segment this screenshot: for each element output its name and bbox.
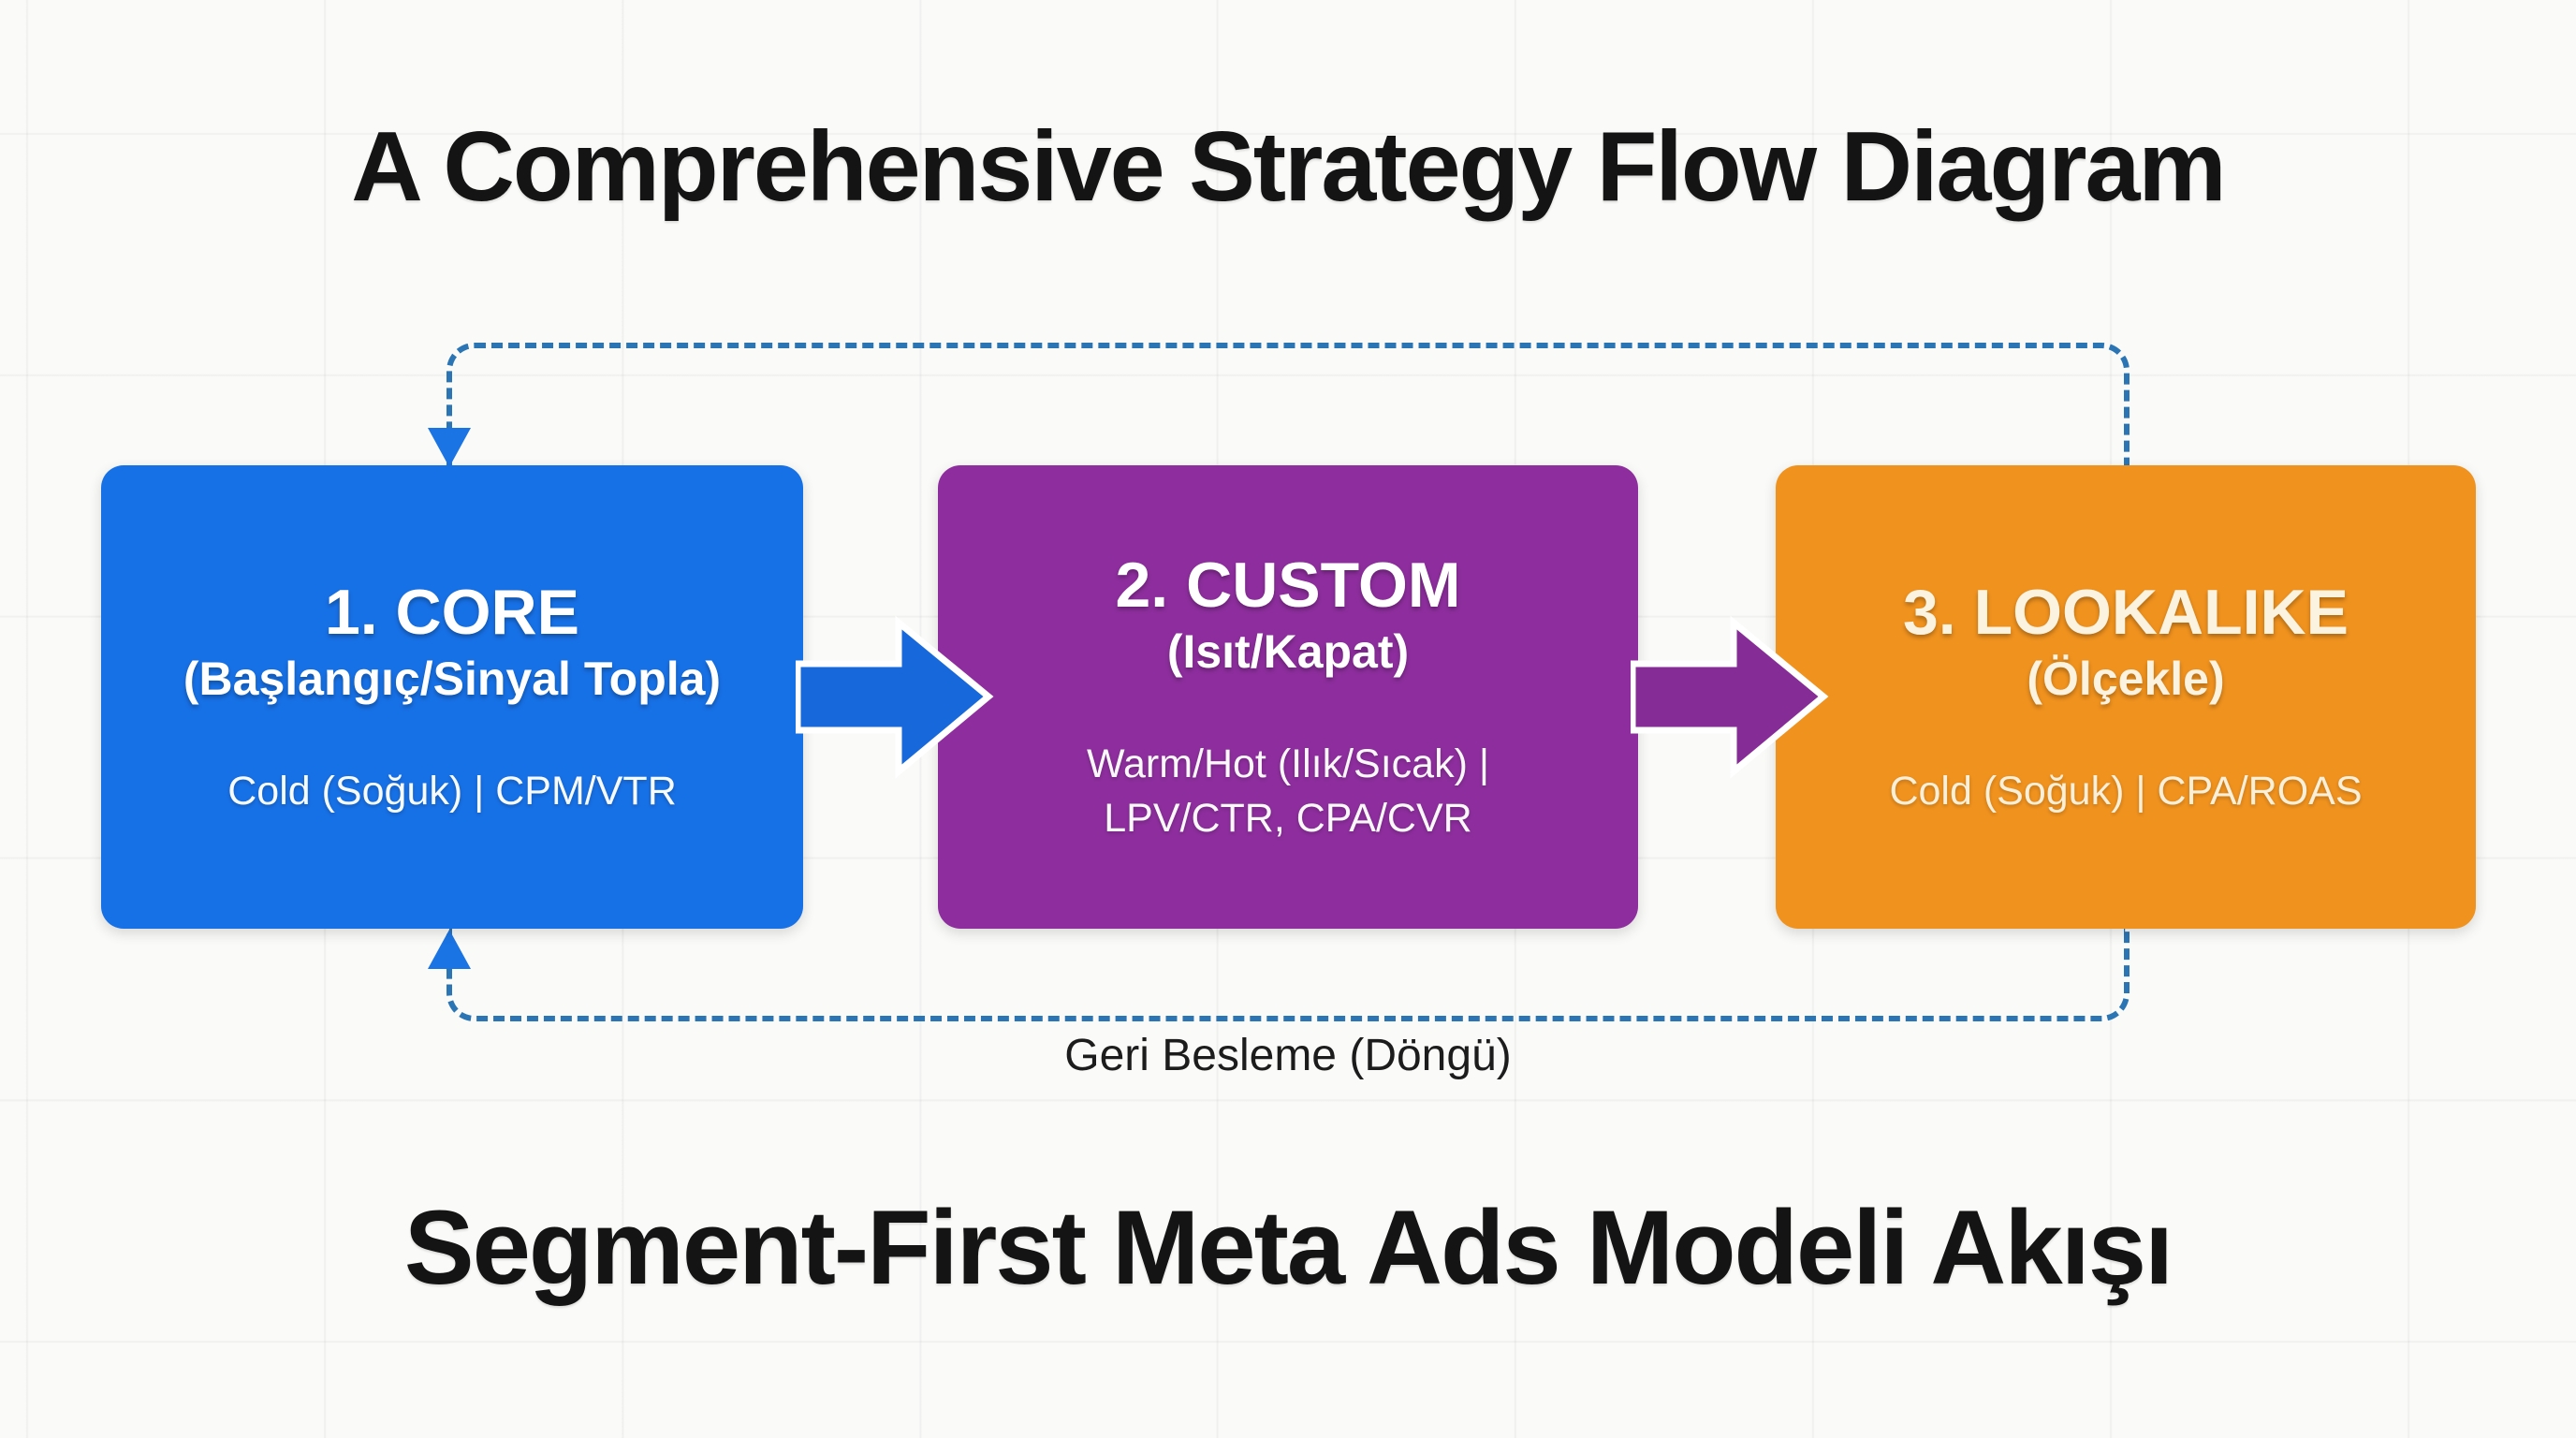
arrow-custom-to-lookalike-icon bbox=[1631, 615, 1829, 779]
stage-subtitle: (Ölçekle) bbox=[2027, 653, 2225, 706]
feedback-loop-top-path bbox=[446, 343, 2130, 466]
arrow-core-to-custom-shape bbox=[796, 615, 994, 779]
page-title: A Comprehensive Strategy Flow Diagram bbox=[351, 111, 2226, 222]
stage-metrics: Cold (Soğuk) | CPA/ROAS bbox=[1889, 764, 2362, 818]
feedback-loop-bottom-path bbox=[446, 928, 2130, 1021]
stage-heading: 1. CORE bbox=[324, 576, 580, 648]
stage-metrics: Cold (Soğuk) | CPM/VTR bbox=[227, 764, 677, 818]
stage-metrics: Warm/Hot (Ilık/Sıcak) | LPV/CTR, CPA/CVR bbox=[1087, 737, 1489, 845]
stage-heading: 2. CUSTOM bbox=[1115, 549, 1461, 621]
stage-metrics-line: Cold (Soğuk) | CPA/ROAS bbox=[1889, 769, 2363, 814]
stage-subtitle: (Başlangıç/Sinyal Topla) bbox=[183, 653, 722, 706]
stage-metrics-line: LPV/CTR, CPA/CVR bbox=[1104, 796, 1472, 842]
arrow-custom-to-lookalike-shape bbox=[1631, 615, 1829, 779]
stage-box-custom: 2. CUSTOM (Isıt/Kapat) Warm/Hot (Ilık/Sı… bbox=[938, 465, 1638, 929]
stage-box-core: 1. CORE (Başlangıç/Sinyal Topla) Cold (S… bbox=[101, 465, 803, 929]
bottom-title: Segment-First Meta Ads Modeli Akışı bbox=[403, 1189, 2174, 1306]
arrow-core-to-custom-icon bbox=[796, 615, 994, 779]
stage-box-lookalike: 3. LOOKALIKE (Ölçekle) Cold (Soğuk) | CP… bbox=[1776, 465, 2476, 929]
loop-arrowhead-down-icon bbox=[428, 428, 471, 467]
stage-metrics-line: Warm/Hot (Ilık/Sıcak) | bbox=[1086, 741, 1490, 787]
loop-arrowhead-up-icon bbox=[428, 930, 471, 969]
stage-subtitle: (Isıt/Kapat) bbox=[1166, 625, 1410, 679]
stage-heading: 3. LOOKALIKE bbox=[1902, 576, 2349, 648]
stage-metrics-line: Cold (Soğuk) | CPM/VTR bbox=[227, 769, 677, 814]
feedback-loop-label: Geri Besleme (Döngü) bbox=[1064, 1031, 1512, 1080]
